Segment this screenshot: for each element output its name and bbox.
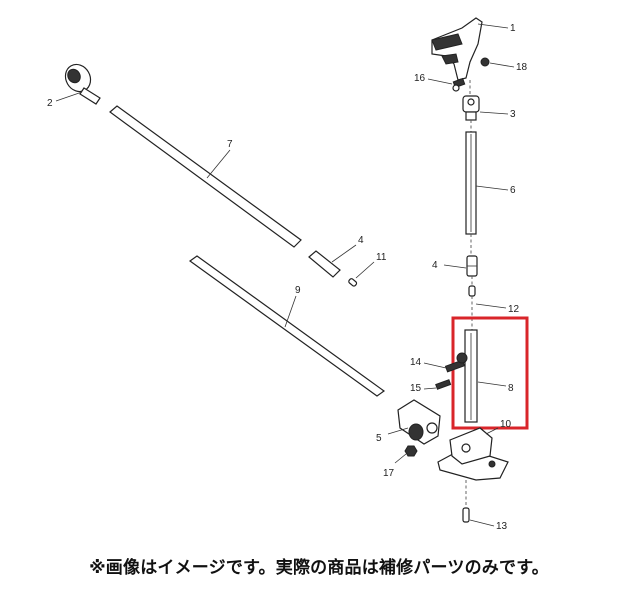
part-5-clamp (397, 399, 441, 445)
callout-17: 17 (383, 468, 395, 479)
callout-4-lower: 4 (432, 260, 438, 271)
callout-6: 6 (510, 185, 516, 196)
callout-16: 16 (414, 73, 426, 84)
callout-18: 18 (516, 62, 528, 73)
disclaimer-caption: ※画像はイメージです。実際の商品は補修パーツのみです。 (89, 558, 549, 578)
part-8-post (464, 329, 478, 423)
callout-13: 13 (496, 521, 508, 532)
part-11-pin (348, 278, 358, 287)
part-15-screw (435, 379, 452, 390)
callout-12: 12 (508, 304, 520, 315)
callout-9: 9 (295, 285, 301, 296)
callout-15: 15 (410, 383, 422, 394)
callout-8: 8 (508, 383, 514, 394)
part-13-pin (462, 507, 470, 523)
part-12-pin (468, 285, 476, 297)
callout-5: 5 (376, 433, 382, 444)
part-4-sleeve-upper (308, 250, 341, 278)
part-8-highlight-box (451, 316, 529, 430)
callout-4-upper: 4 (358, 235, 364, 246)
part-9-diagonal-rod (188, 255, 386, 397)
part-2-handle (64, 63, 101, 105)
callout-1: 1 (510, 23, 516, 34)
part-10-base (437, 427, 509, 481)
part-14-screw (444, 352, 468, 373)
part-18-nut (480, 57, 490, 67)
part-7-diagonal-rod (109, 105, 302, 248)
part-6-rod (465, 131, 477, 235)
callout-3: 3 (510, 109, 516, 120)
callout-7: 7 (227, 139, 233, 150)
part-3-clevis (462, 95, 480, 121)
callout-11: 11 (376, 252, 387, 263)
part-1-bracket (431, 17, 483, 81)
callout-14: 14 (410, 357, 422, 368)
part-4-sleeve-lower (466, 255, 478, 277)
callout-10: 10 (500, 419, 512, 430)
part-16-screw (452, 77, 466, 92)
part-17-nut (404, 445, 418, 457)
callout-2: 2 (47, 98, 53, 109)
